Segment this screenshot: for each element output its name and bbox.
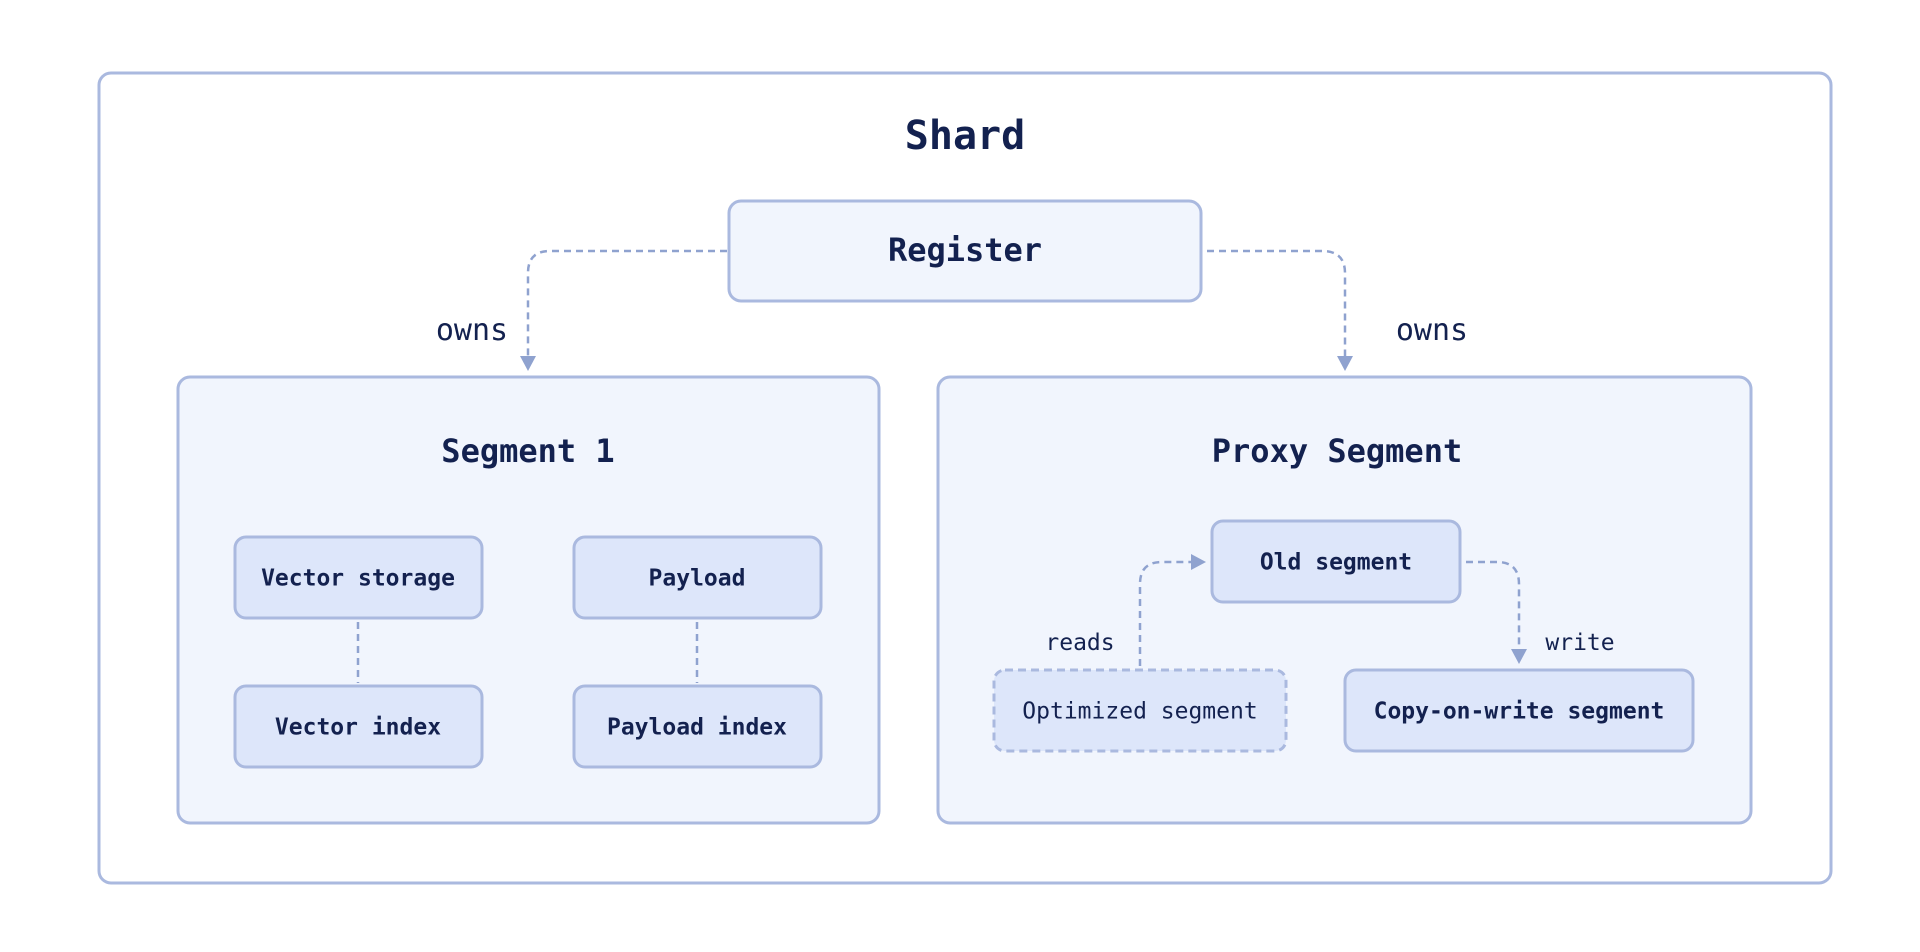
vector-storage-label: Vector storage: [261, 566, 455, 592]
vector-storage-box: [233, 535, 484, 620]
edge-label-owns-left: owns: [436, 313, 508, 348]
register-box: [727, 199, 1203, 303]
arrowhead-segment1: [520, 356, 536, 371]
payload-index-label: Payload index: [607, 715, 787, 741]
segment1-title: Segment 1: [441, 432, 614, 470]
vector-index-label: Vector index: [275, 715, 441, 741]
payload-index-box: [572, 684, 823, 769]
vector-index-box: [233, 684, 484, 769]
edge-label-write: write: [1545, 630, 1614, 656]
edge-label-reads: reads: [1045, 630, 1114, 656]
edge-label-owns-right: owns: [1396, 313, 1468, 348]
edge-optimized-to-old: [1138, 560, 1192, 666]
copy-on-write-segment-box: [1343, 668, 1695, 753]
arrowhead-proxy: [1337, 356, 1353, 371]
payload-box: [572, 535, 823, 620]
optimized-segment-box: [992, 668, 1288, 753]
arrowhead-copy-on-write: [1511, 649, 1527, 664]
old-segment-label: Old segment: [1260, 550, 1412, 576]
edge-old-to-copy-on-write: [1466, 560, 1521, 650]
optimized-segment-label: Optimized segment: [1022, 699, 1257, 725]
copy-on-write-segment-label: Copy-on-write segment: [1374, 699, 1665, 725]
payload-label: Payload: [649, 566, 746, 592]
register-label: Register: [888, 231, 1042, 269]
old-segment-box: [1210, 519, 1462, 604]
arrowhead-old-segment: [1191, 554, 1206, 570]
proxy-segment-title: Proxy Segment: [1212, 432, 1462, 470]
edge-register-to-proxy: [1207, 249, 1347, 358]
edge-register-to-segment1: [526, 249, 727, 358]
shard-title: Shard: [905, 113, 1025, 159]
